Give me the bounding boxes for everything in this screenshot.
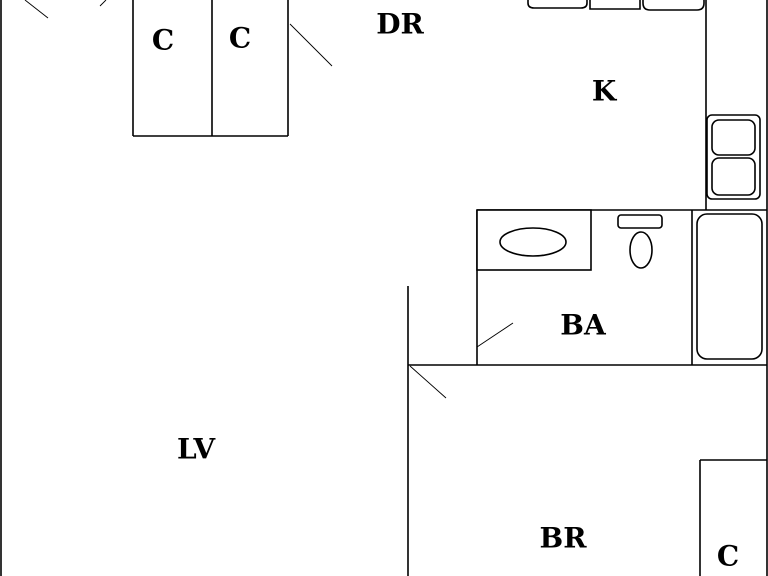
entry-door-swing [24, 0, 49, 19]
closet-1-label: C [152, 24, 174, 57]
kitchen-cabinet-fixture [589, 0, 641, 10]
room-labels: C C DR K BA LV BR C [152, 8, 739, 573]
bathroom-label: BA [560, 309, 607, 342]
closet-3-label: C [717, 540, 739, 573]
bedroom-walls [407, 286, 767, 576]
bath-sink-basin [499, 227, 567, 257]
sink-basin-bottom [711, 157, 756, 196]
entry-door-swing-2 [99, 0, 107, 7]
closet-unit [132, 0, 289, 137]
bathroom [476, 209, 767, 365]
bedroom-label: BR [540, 522, 588, 555]
kitchen-label: K [592, 75, 618, 108]
bedroom-door-swing [409, 365, 447, 399]
living-room-label: LV [177, 433, 216, 466]
dining-room-label: DR [376, 8, 424, 41]
toilet-bowl [629, 231, 653, 269]
bath-door-swing [476, 322, 514, 348]
closet-door-swing [289, 23, 333, 67]
kitchen-fixtures [527, 0, 761, 210]
fridge-fixture [642, 0, 705, 11]
toilet-tank [617, 214, 663, 229]
bathtub [696, 213, 763, 360]
stove-fixture [527, 0, 588, 9]
sink-basin-top [711, 119, 756, 156]
closet-2-label: C [229, 22, 251, 55]
door-swings [24, 0, 514, 399]
